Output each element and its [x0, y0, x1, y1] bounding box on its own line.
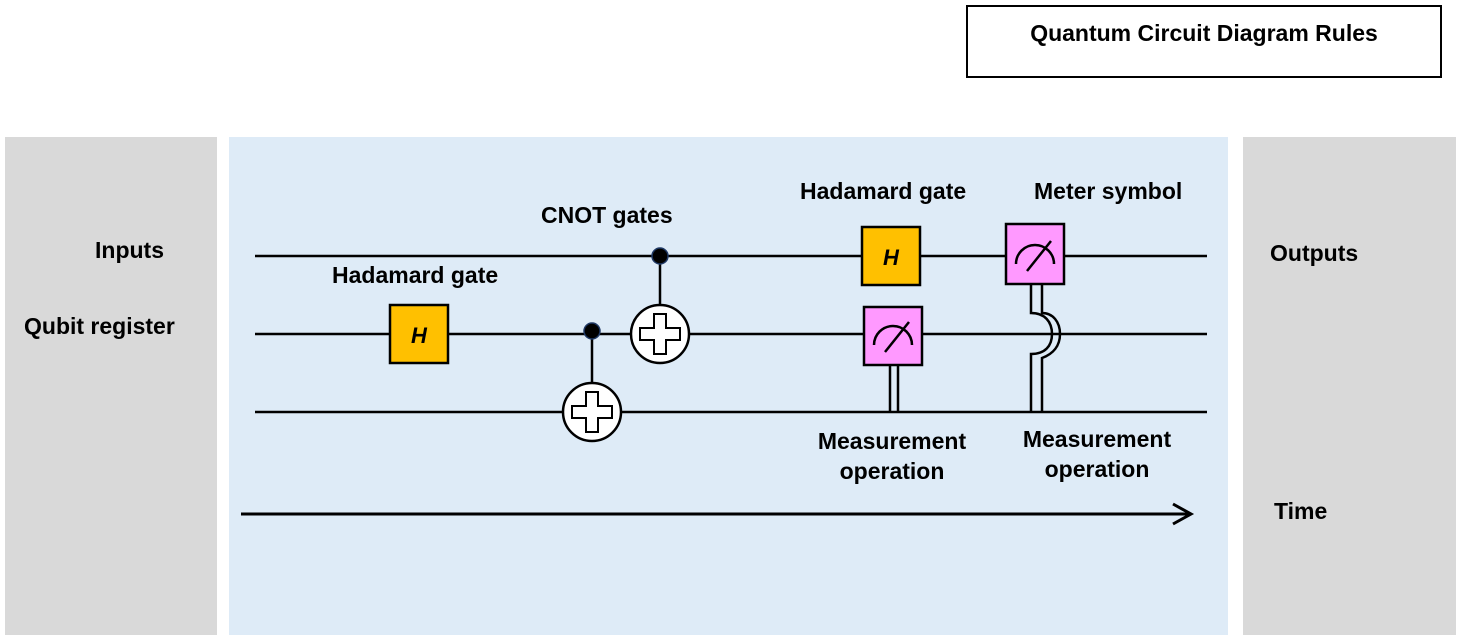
meter-icon-2: [1014, 240, 1056, 272]
measurement-label-2-line2: operation: [1044, 456, 1150, 482]
circuit-panel: [229, 137, 1228, 635]
qubit-register-label: Qubit register: [24, 313, 175, 339]
time-arrow: [241, 502, 1195, 526]
hadamard-symbol-2: H: [883, 245, 900, 270]
cnot-gate-1: [561, 322, 623, 443]
hadamard-gate-1: H: [388, 303, 450, 365]
control-dot-1: [583, 322, 601, 340]
cnot-gates-label: CNOT gates: [541, 202, 673, 228]
measurement-label-1-line1: Measurement: [817, 428, 967, 454]
measurement-gate-1: [862, 305, 924, 412]
measurement-operation-label-2: Measurement operation: [1010, 424, 1184, 484]
inputs-panel: [5, 137, 217, 635]
diagram-title: Quantum Circuit Diagram Rules: [966, 5, 1442, 78]
time-label: Time: [1274, 498, 1328, 524]
hadamard-gate-label-2: Hadamard gate: [800, 178, 967, 204]
measurement-label-2-line1: Measurement: [1022, 426, 1172, 452]
inputs-label: Inputs: [95, 237, 164, 263]
measurement-label-1-line2: operation: [839, 458, 945, 484]
outputs-panel: [1243, 137, 1456, 635]
meter-icon-1: [872, 321, 914, 353]
measurement-operation-label-1: Measurement operation: [806, 426, 978, 486]
measurement-gate-2: [1004, 222, 1066, 412]
outputs-label: Outputs: [1270, 240, 1359, 266]
hadamard-gate-2: H: [860, 225, 922, 287]
meter-symbol-label: Meter symbol: [1034, 178, 1183, 204]
hadamard-gate-label-1: Hadamard gate: [332, 262, 499, 288]
control-dot-2: [651, 247, 669, 265]
cnot-gate-2: [629, 247, 691, 365]
hadamard-symbol-1: H: [411, 323, 428, 348]
